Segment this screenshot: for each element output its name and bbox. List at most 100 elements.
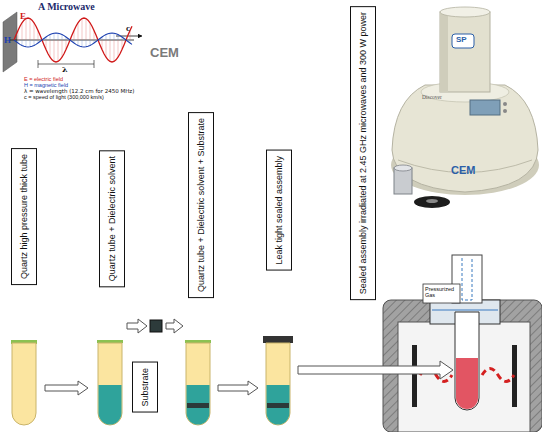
wave-diagram-part — [38, 60, 39, 68]
electric-field-wave — [14, 18, 132, 62]
test-tube-part — [187, 385, 210, 425]
process-arrow-part — [298, 361, 453, 379]
field-hatch — [110, 40, 111, 61]
test-tube-part — [99, 385, 122, 425]
step-text: Quartz high pressure thick tube — [19, 154, 29, 279]
reactor-cross-section-part — [423, 284, 460, 303]
sealed-tube-part — [267, 403, 289, 408]
key-text: c = speed of light (300,000 km/s) — [24, 94, 104, 100]
process-arrow-part — [166, 319, 183, 333]
test-tube-part — [187, 403, 209, 408]
microwave-reactor-device-part — [452, 34, 474, 48]
field-symbol: H — [4, 36, 11, 46]
step-text: Quartz tube + Dielectric solvent + Subst… — [196, 118, 206, 292]
substrate-sample-part — [150, 320, 162, 332]
brand-logo: CEM — [451, 164, 475, 176]
key-text: E = electric field — [24, 76, 63, 82]
reactor-cross-section-part — [432, 309, 498, 310]
diagram-title: A Microwave — [38, 1, 95, 12]
field-hatch — [30, 19, 31, 40]
brand-logo: CEM — [150, 46, 179, 60]
test-tube — [185, 340, 211, 425]
field-hatch — [114, 40, 115, 61]
process-arrow — [298, 361, 453, 379]
field-hatch — [62, 40, 63, 57]
sealed-tube-part — [267, 385, 290, 425]
reactor-cross-section-part — [462, 258, 472, 300]
field-hatch — [110, 33, 111, 40]
reactor-cross-section-part — [455, 312, 479, 410]
field-hatch — [22, 23, 23, 40]
field-hatch — [82, 40, 83, 47]
field-hatch — [118, 40, 119, 57]
microwave-reactor-device-part — [394, 165, 412, 171]
sealed-tube — [263, 336, 293, 425]
microwave-reactor-device — [391, 7, 539, 208]
substrate-box: Substrate — [132, 362, 158, 413]
step-box: Leak tight sealed assembly — [266, 150, 292, 271]
reactor-cross-section-part — [412, 345, 417, 407]
wave-diagram-part — [3, 12, 17, 72]
field-hatch — [54, 33, 55, 40]
process-arrow-part — [127, 319, 147, 333]
microwave-reactor-device-part — [470, 100, 500, 115]
step-text: Leak tight sealed assembly — [274, 156, 284, 265]
field-hatch — [30, 40, 31, 47]
test-tube-part — [186, 343, 210, 425]
sealed-tube-part — [263, 336, 293, 343]
reactor-cross-section-part — [456, 358, 478, 409]
step-box: Quartz tube + Dielectric solvent — [99, 150, 125, 287]
microwave-reactor-device-part — [394, 168, 412, 194]
speed-symbol: c — [126, 24, 130, 34]
test-tube-part — [12, 343, 36, 425]
step-text: Substrate — [140, 368, 150, 407]
gas-label: Pressurized Gas — [425, 286, 458, 298]
reactor-cross-section-part — [482, 369, 514, 382]
field-hatch — [90, 23, 91, 40]
step-box: Quartz high pressure thick tube — [11, 148, 37, 285]
microwave-reactor-device-part — [440, 12, 490, 92]
step-text: Quartz tube + Dielectric solvent — [107, 156, 117, 281]
microwave-reactor-device-part — [426, 199, 438, 203]
magnetic-field-wave — [14, 33, 132, 47]
field-hatch — [106, 40, 107, 57]
wave-diagram — [3, 12, 142, 72]
microwave-reactor-device-part — [414, 196, 450, 208]
field-hatch — [54, 40, 55, 61]
microwave-reactor-device-part — [503, 109, 507, 113]
field-symbol: E — [20, 12, 26, 22]
key-text: λ = wavelength (12.2 cm for 2450 MHz) — [24, 88, 134, 94]
microwave-reactor-device-part — [503, 102, 507, 106]
wave-diagram-part — [94, 60, 95, 68]
step-box: Quartz tube + Dielectric solvent + Subst… — [188, 112, 214, 298]
field-hatch — [78, 23, 79, 40]
process-arrow-part — [218, 381, 258, 395]
process-arrow-part — [45, 381, 88, 395]
brand-logo: SP — [456, 36, 467, 45]
sealed-tube-part — [266, 343, 290, 425]
key-text: H = magnetic field — [24, 82, 68, 88]
field-hatch — [86, 40, 87, 47]
step-text: Sealed assembly irradiated at 2.45 GHz m… — [358, 12, 368, 294]
field-hatch — [26, 19, 27, 40]
field-hatch — [58, 40, 59, 61]
field-hatch — [34, 23, 35, 40]
wave-diagram-part — [10, 40, 134, 41]
test-tube — [97, 340, 123, 425]
field-hatch — [50, 40, 51, 57]
field-hatch — [114, 33, 115, 40]
reactor-cross-section — [383, 255, 542, 432]
substrate-sample — [150, 320, 162, 332]
test-tube-part — [98, 343, 122, 425]
model-name: Discover — [422, 94, 442, 100]
test-tube — [11, 340, 37, 425]
wavelength-symbol: λ — [62, 65, 68, 74]
field-hatch — [26, 40, 27, 47]
microwave-reactor-device-part — [440, 12, 448, 92]
field-hatch — [86, 19, 87, 40]
microwave-reactor-device-part — [440, 7, 490, 17]
field-hatch — [82, 19, 83, 40]
field-hatch — [58, 33, 59, 40]
step-box: Sealed assembly irradiated at 2.45 GHz m… — [350, 6, 376, 300]
